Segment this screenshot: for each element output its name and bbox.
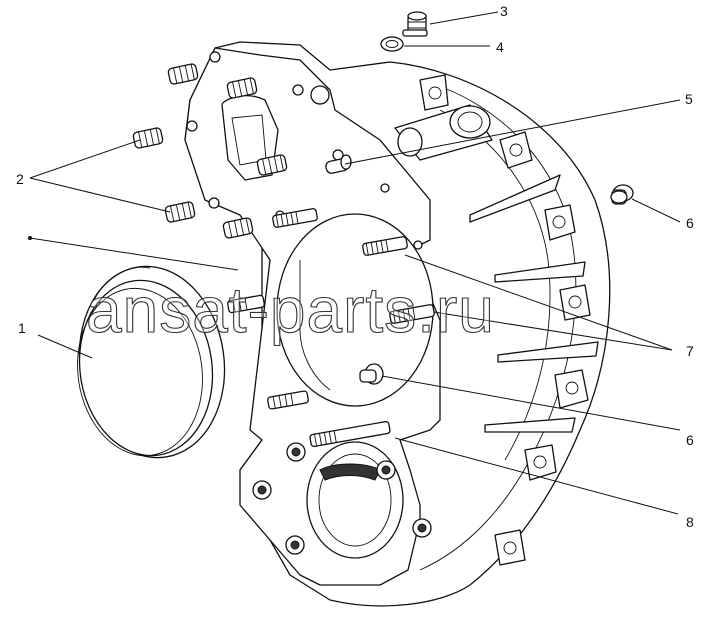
stud <box>167 63 199 85</box>
pin-part5 <box>325 154 352 174</box>
washer-part4 <box>380 36 404 52</box>
seal-ring <box>77 265 226 459</box>
stud <box>222 217 254 239</box>
callouts: 1 2 3 4 5 6 6 7 8 <box>16 3 694 530</box>
callout-6-upper: 6 <box>686 215 694 231</box>
long-stud <box>309 420 391 448</box>
callout-7: 7 <box>686 343 694 359</box>
long-stud <box>272 208 318 228</box>
dowel-pin <box>610 184 634 205</box>
long-studs <box>227 208 435 448</box>
callout-3: 3 <box>500 3 508 19</box>
long-stud <box>389 304 435 324</box>
callout-5: 5 <box>685 91 693 107</box>
studs-group <box>132 63 288 239</box>
callout-6-lower: 6 <box>686 432 694 448</box>
long-stud <box>227 294 265 314</box>
plug-part3 <box>402 11 428 37</box>
stud <box>164 201 196 223</box>
stud <box>132 127 164 149</box>
callout-1: 1 <box>18 320 26 336</box>
callout-4: 4 <box>496 39 504 55</box>
small-parts <box>325 11 634 385</box>
stud <box>226 77 258 99</box>
long-stud <box>267 390 309 410</box>
long-stud <box>362 236 408 256</box>
stud <box>256 154 288 176</box>
front-plate <box>184 47 441 586</box>
callout-8: 8 <box>686 514 694 530</box>
leader-lines <box>28 11 681 515</box>
dowel-pin <box>359 363 384 385</box>
callout-2: 2 <box>16 171 24 187</box>
watermark: ansat-parts.ru <box>86 274 495 346</box>
